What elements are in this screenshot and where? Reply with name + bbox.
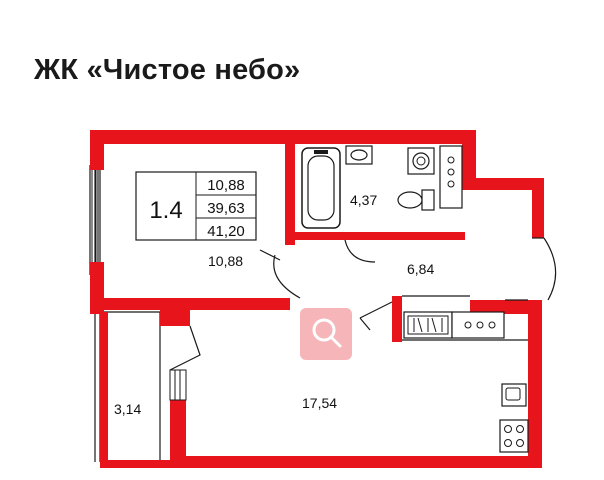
page-title: ЖК «Чистое небо»	[34, 54, 301, 86]
living-area-value: 10,88	[207, 177, 245, 194]
kitchen-counter-icon	[403, 311, 505, 339]
loggia-door	[169, 369, 187, 401]
sink-icon	[345, 145, 373, 165]
room-area-living-kitchen: 17,54	[302, 395, 337, 411]
room-area-bathroom: 4,37	[350, 192, 377, 208]
total-area-with-loggia-value: 41,20	[207, 223, 245, 240]
search-icon	[329, 335, 342, 348]
total-area-value: 39,63	[207, 200, 245, 217]
walls	[90, 130, 544, 468]
area-info-box: 1.4 10,88 39,63 41,20	[135, 171, 257, 241]
zoom-button[interactable]	[300, 308, 352, 360]
room-area-bedroom: 10,88	[208, 253, 243, 269]
washing-machine-icon	[407, 147, 435, 175]
bedroom-window	[91, 170, 101, 262]
toilet-icon	[397, 189, 435, 211]
bath-cabinet-icon	[439, 145, 463, 209]
door-swings	[169, 237, 557, 371]
room-area-hallway: 6,84	[407, 261, 434, 277]
apartment-type-label: 1.4	[149, 197, 182, 224]
room-area-loggia: 3,14	[114, 401, 141, 417]
kitchen-sink-icon	[501, 383, 527, 407]
bathtub-icon	[301, 147, 341, 229]
stove-icon	[499, 419, 529, 453]
